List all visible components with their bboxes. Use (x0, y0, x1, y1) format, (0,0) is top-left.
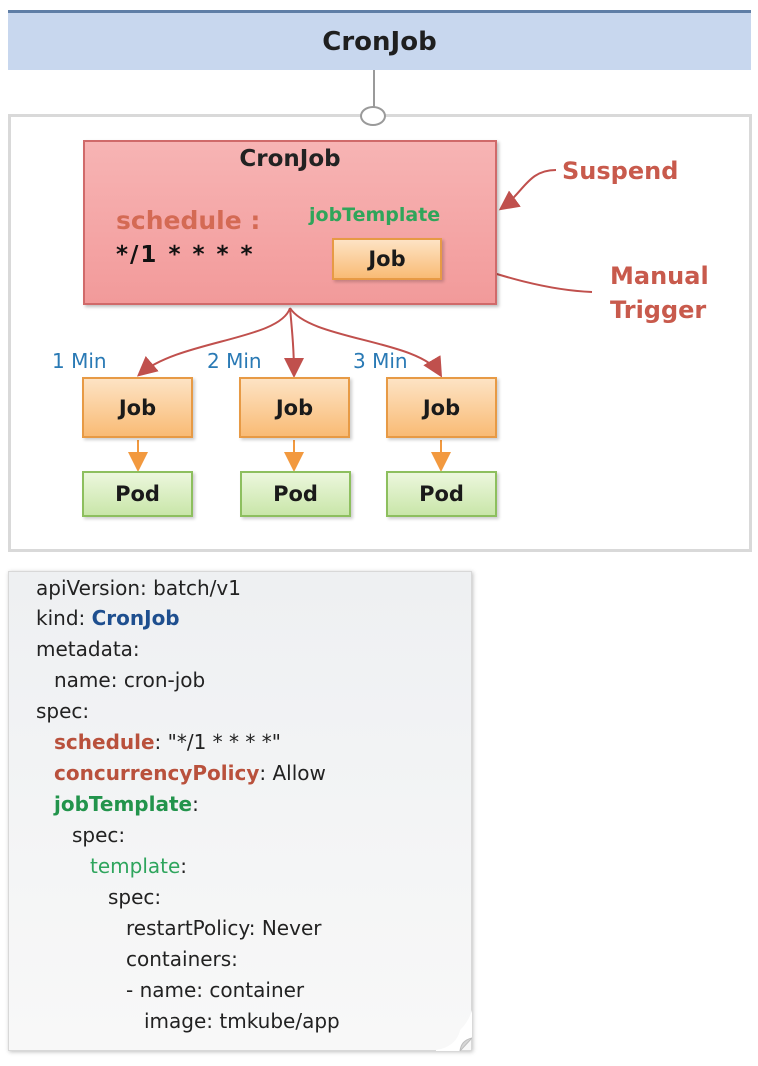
yaml-restart-policy: restartPolicy: Never (126, 916, 322, 940)
yaml-schedule-key: schedule (54, 730, 155, 754)
yaml-schedule: schedule: "*/1 * * * *" (54, 730, 281, 754)
schedule-label: schedule : (116, 206, 261, 235)
yaml-concurrency: concurrencyPolicy: Allow (54, 761, 326, 785)
run-job-box-2: Job (239, 377, 350, 438)
yaml-template: template: (90, 854, 188, 878)
yaml-containers: containers: (126, 947, 238, 971)
suspend-label: Suspend (562, 157, 679, 185)
yaml-spec-3: spec: (108, 885, 162, 909)
manual-label: Manual (610, 262, 709, 290)
header-connector (373, 70, 375, 108)
interval-label-3: 3 Min (353, 349, 408, 373)
cronjob-box: CronJob schedule : */1 * * * * jobTempla… (83, 140, 497, 305)
job-template-label: jobTemplate (309, 204, 441, 226)
run-pod-box-3: Pod (386, 471, 497, 517)
yaml-name: name: cron-job (54, 668, 206, 692)
yaml-container-name: - name: container (126, 978, 305, 1002)
yaml-concurrency-key: concurrencyPolicy (54, 761, 260, 785)
yaml-kind-value: CronJob (91, 606, 180, 630)
connector-circle (360, 106, 386, 126)
run-pod-box-1: Pod (82, 471, 193, 517)
run-pod-box-2: Pod (240, 471, 351, 517)
interval-label-1: 1 Min (52, 349, 107, 373)
template-job-box: Job (332, 238, 442, 280)
yaml-spec: spec: (36, 699, 90, 723)
page-title: CronJob (8, 10, 751, 70)
yaml-api-version: apiVersion: batch/v1 (36, 576, 241, 600)
schedule-value: */1 * * * * (116, 242, 255, 268)
yaml-image: image: tmkube/app (144, 1009, 340, 1033)
yaml-manifest-panel (8, 571, 472, 1051)
yaml-template-key: template (90, 854, 181, 878)
yaml-kind: kind: CronJob (36, 606, 180, 630)
yaml-job-template-key: jobTemplate (54, 792, 193, 816)
page-curl-icon (436, 1010, 472, 1051)
cronjob-title: CronJob (239, 146, 341, 172)
yaml-metadata: metadata: (36, 637, 140, 661)
interval-label-2: 2 Min (207, 349, 262, 373)
run-job-box-1: Job (82, 377, 193, 438)
run-job-box-3: Job (386, 377, 497, 438)
yaml-spec-2: spec: (72, 823, 126, 847)
trigger-label: Trigger (610, 296, 707, 324)
yaml-job-template: jobTemplate: (54, 792, 199, 816)
